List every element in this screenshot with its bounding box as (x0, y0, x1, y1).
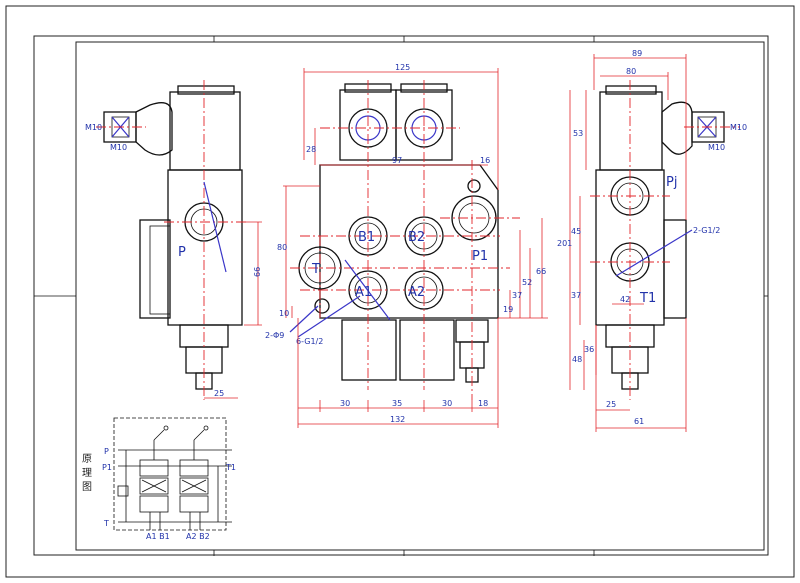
port-label-a2: A2 (408, 285, 425, 300)
center-front-view (289, 80, 520, 400)
dim-30-b: 30 (442, 399, 452, 408)
port-label-a1: A1 (355, 285, 372, 300)
callout-6-g12: 6-G1/2 (296, 337, 323, 346)
dim-48: 48 (572, 355, 582, 364)
border-ticks (34, 36, 768, 556)
callout-2-g12: 2-G1/2 (693, 226, 720, 235)
dim-125: 125 (395, 63, 410, 72)
dim-m10-left-a: M10 (85, 123, 102, 132)
dim-m10-right-a: M10 (730, 123, 747, 132)
dim-m10-left-b: M10 (110, 143, 127, 152)
dim-25-right: 25 (606, 400, 616, 409)
dim-52: 52 (522, 278, 532, 287)
dim-201: 201 (557, 239, 572, 248)
schematic-label-a1b1: A1 B1 (146, 532, 170, 541)
dim-10: 10 (279, 309, 289, 318)
port-label-b1: B1 (358, 230, 375, 245)
dim-89: 89 (632, 49, 642, 58)
dim-35: 35 (392, 399, 402, 408)
dim-37-right: 37 (571, 291, 581, 300)
outer-border (5, 5, 795, 578)
hydraulic-schematic (113, 417, 232, 531)
right-side-view (590, 80, 740, 400)
port-label-b2: B2 (408, 230, 425, 245)
port-label-p1: P1 (472, 249, 488, 264)
dim-28: 28 (306, 145, 316, 154)
inner-border (33, 35, 769, 556)
schematic-label-t1: T1 (225, 463, 236, 472)
dim-66-left-lines (204, 221, 262, 399)
center-dims (283, 68, 548, 428)
schematic-label-t: T (103, 519, 109, 528)
dim-66-left: 66 (253, 267, 262, 277)
schematic-label-p1: P1 (102, 463, 112, 472)
dim-45: 45 (571, 227, 581, 236)
port-label-t: T (311, 262, 320, 277)
dim-19: 19 (503, 305, 513, 314)
dim-53: 53 (573, 129, 583, 138)
left-side-view (96, 80, 248, 400)
dim-42: 42 (620, 295, 630, 304)
dim-16: 16 (480, 156, 490, 165)
dim-30-a: 30 (340, 399, 350, 408)
dim-37: 37 (512, 291, 522, 300)
schematic-caption-3: 图 (82, 481, 92, 493)
port-label-p: P (178, 245, 186, 260)
dim-25-left: 25 (214, 389, 224, 398)
port-label-t1: T1 (639, 291, 656, 306)
schematic-label-a2b2: A2 B2 (186, 532, 210, 541)
schematic-caption-2: 理 (82, 467, 92, 479)
dim-132: 132 (390, 415, 405, 424)
right-dims (569, 54, 687, 432)
callout-2-phi9: 2-Φ9 (265, 331, 284, 340)
dim-36: 36 (584, 345, 594, 354)
dim-97: 97 (392, 156, 402, 165)
dim-61: 61 (634, 417, 644, 426)
dim-66-center: 66 (536, 267, 546, 276)
schematic-caption-1: 原 (82, 453, 92, 465)
port-label-pj: Pj (666, 175, 677, 190)
dim-18: 18 (478, 399, 488, 408)
dim-80: 80 (277, 243, 287, 252)
dim-80-right: 80 (626, 67, 636, 76)
schematic-label-p: P (104, 447, 109, 456)
dim-m10-right-b: M10 (708, 143, 725, 152)
